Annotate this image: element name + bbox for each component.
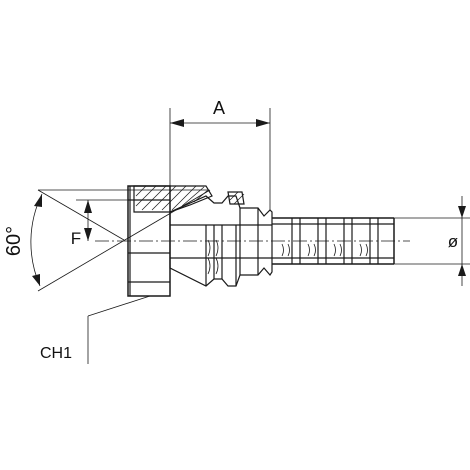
dimension-f: F (71, 199, 128, 248)
wrench-size-leader: CH1 (40, 295, 151, 364)
diameter-label: ø (448, 232, 458, 251)
wrench-label: CH1 (40, 345, 72, 362)
dim-a-label: A (213, 98, 225, 118)
dim-f-label: F (71, 229, 81, 248)
nipple-body (169, 191, 273, 287)
dimension-a: A (169, 98, 271, 212)
dimension-diameter: ø (394, 196, 470, 286)
cone-angle: 60° (3, 189, 211, 292)
angle-label: 60° (3, 226, 25, 256)
barb-rings (281, 218, 379, 264)
hose-tail (272, 217, 395, 265)
